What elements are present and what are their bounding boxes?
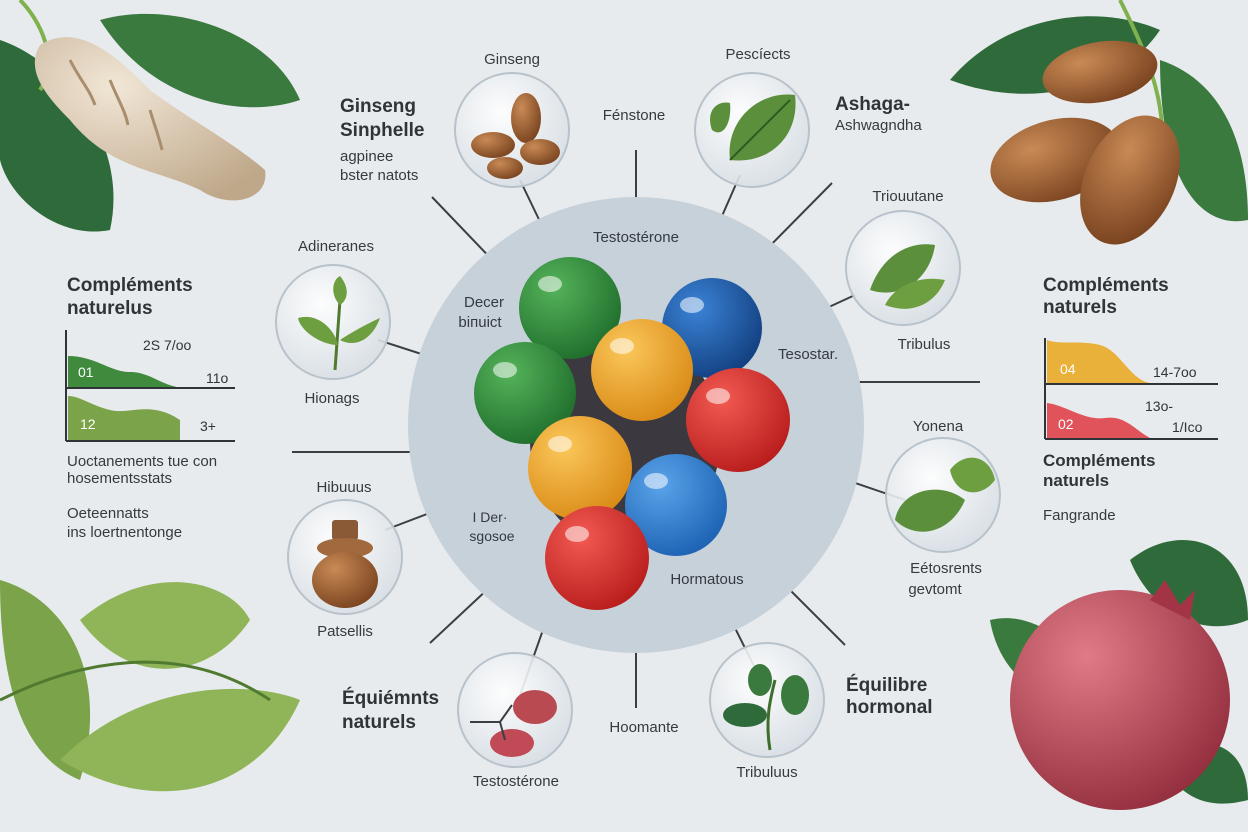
ginseng-root-icon [34, 37, 266, 201]
bubble-tribulus [845, 210, 961, 326]
right-chart-area-02 [1047, 403, 1150, 438]
left-panel-desc-4: ins loertnentonge [67, 524, 183, 541]
corner-leaves-bottom-left [0, 580, 300, 792]
heading-ginseng-sub-2: bster natots [340, 167, 419, 184]
heading-equi-right-1: Équilibre [846, 675, 928, 696]
right-chart [1044, 338, 1218, 440]
left-chart-area-12 [68, 396, 180, 440]
sphere-yellow-center [591, 319, 693, 421]
bubble-pesciects [694, 72, 810, 188]
hub-top-label: Testostérone [593, 229, 679, 246]
left-chart-end-01: 11o [206, 370, 229, 386]
left-panel-desc-1: Uoctanements tue con [67, 453, 218, 470]
label-tribuluus: Tribuluus [736, 764, 798, 781]
label-etosrents-2: gevtomt [908, 581, 962, 598]
sphere-red-bottom [545, 506, 649, 610]
label-adineranes: Adineranes [298, 238, 374, 255]
right-panel-note: Fangrande [1043, 507, 1116, 524]
sphere-red-right [686, 368, 790, 472]
left-panel-title-2: naturelus [67, 298, 153, 319]
sphere-yellow-lower [528, 416, 632, 520]
left-chart-value-label: 2S 7/oo [143, 337, 192, 353]
hub-bottom-left-label-1: I Der· [472, 509, 508, 525]
nuts-icon [990, 40, 1180, 245]
left-chart-series-01: 01 [78, 364, 94, 380]
label-hionags: Hionags [304, 390, 360, 407]
left-panel-desc-2: hosementsstats [67, 470, 173, 487]
hub-bottom-right-label: Hormatous [670, 571, 744, 588]
right-chart-value-label: 13o- [1145, 398, 1174, 414]
right-panel-sub-title-2: naturels [1043, 471, 1110, 490]
label-hibuuus: Hibuuus [316, 479, 372, 496]
heading-ashwa-2: Ashwagndha [835, 117, 922, 134]
pomegranate-icon [1010, 580, 1230, 810]
right-panel-title-2: naturels [1043, 297, 1117, 318]
left-panel-title-1: Compléments [67, 275, 193, 296]
molecule-cluster [474, 257, 790, 610]
bubble-tribuluus [709, 642, 825, 758]
hub-right-label: Tesostar. [777, 346, 839, 363]
right-panel-sub-title-1: Compléments [1043, 451, 1156, 470]
left-chart [65, 330, 235, 442]
right-panel-title-1: Compléments [1043, 275, 1169, 296]
left-chart-end-12: 3+ [200, 418, 216, 434]
label-ginseng: Ginseng [484, 51, 540, 68]
label-patsellis: Patsellis [317, 623, 373, 640]
right-chart-end-04: 14-7oo [1153, 364, 1197, 380]
right-chart-area-04 [1047, 340, 1150, 383]
left-panel-desc-3: Oeteennatts [67, 505, 149, 522]
right-chart-end-02: 1/Ico [1172, 419, 1203, 435]
label-hoomante: Hoomante [609, 719, 679, 736]
right-chart-series-02: 02 [1058, 416, 1074, 432]
heading-equi-left-1: Équiémnts [342, 688, 440, 709]
heading-equi-right-2: hormonal [846, 697, 933, 718]
left-chart-series-12: 12 [80, 416, 96, 432]
hub-left-label-2: biпuict [458, 314, 502, 331]
label-yonena: Yonena [912, 418, 964, 435]
heading-ginseng-1: Ginseng [340, 96, 417, 117]
heading-ginseng-2: Sinphelle [340, 120, 425, 141]
label-fenstone: Fénstone [602, 107, 666, 124]
label-pesciects: Pescíects [725, 46, 791, 63]
label-testosterone-bottom: Testostérone [473, 773, 559, 790]
hub-bottom-left-label-2: sgosoe [469, 528, 515, 544]
label-triouutane: Triouutane [872, 188, 944, 205]
right-chart-series-04: 04 [1060, 361, 1076, 377]
label-tribulus: Tribulus [897, 336, 951, 353]
bubble-hibuuus [287, 499, 403, 615]
bubble-ginseng [454, 72, 570, 188]
heading-ginseng-sub-1: agpinee [340, 148, 394, 165]
left-chart-area-01 [68, 356, 182, 388]
bubble-adineranes [275, 264, 391, 380]
bubble-yonena [885, 437, 1001, 553]
bubble-testosterone [457, 652, 573, 768]
hub-left-label-1: Decer [463, 294, 505, 311]
heading-equi-left-2: naturels [342, 712, 416, 733]
heading-ashwa-1: Ashaga- [835, 94, 910, 115]
label-etosrents-1: Eétosrents [910, 560, 982, 577]
